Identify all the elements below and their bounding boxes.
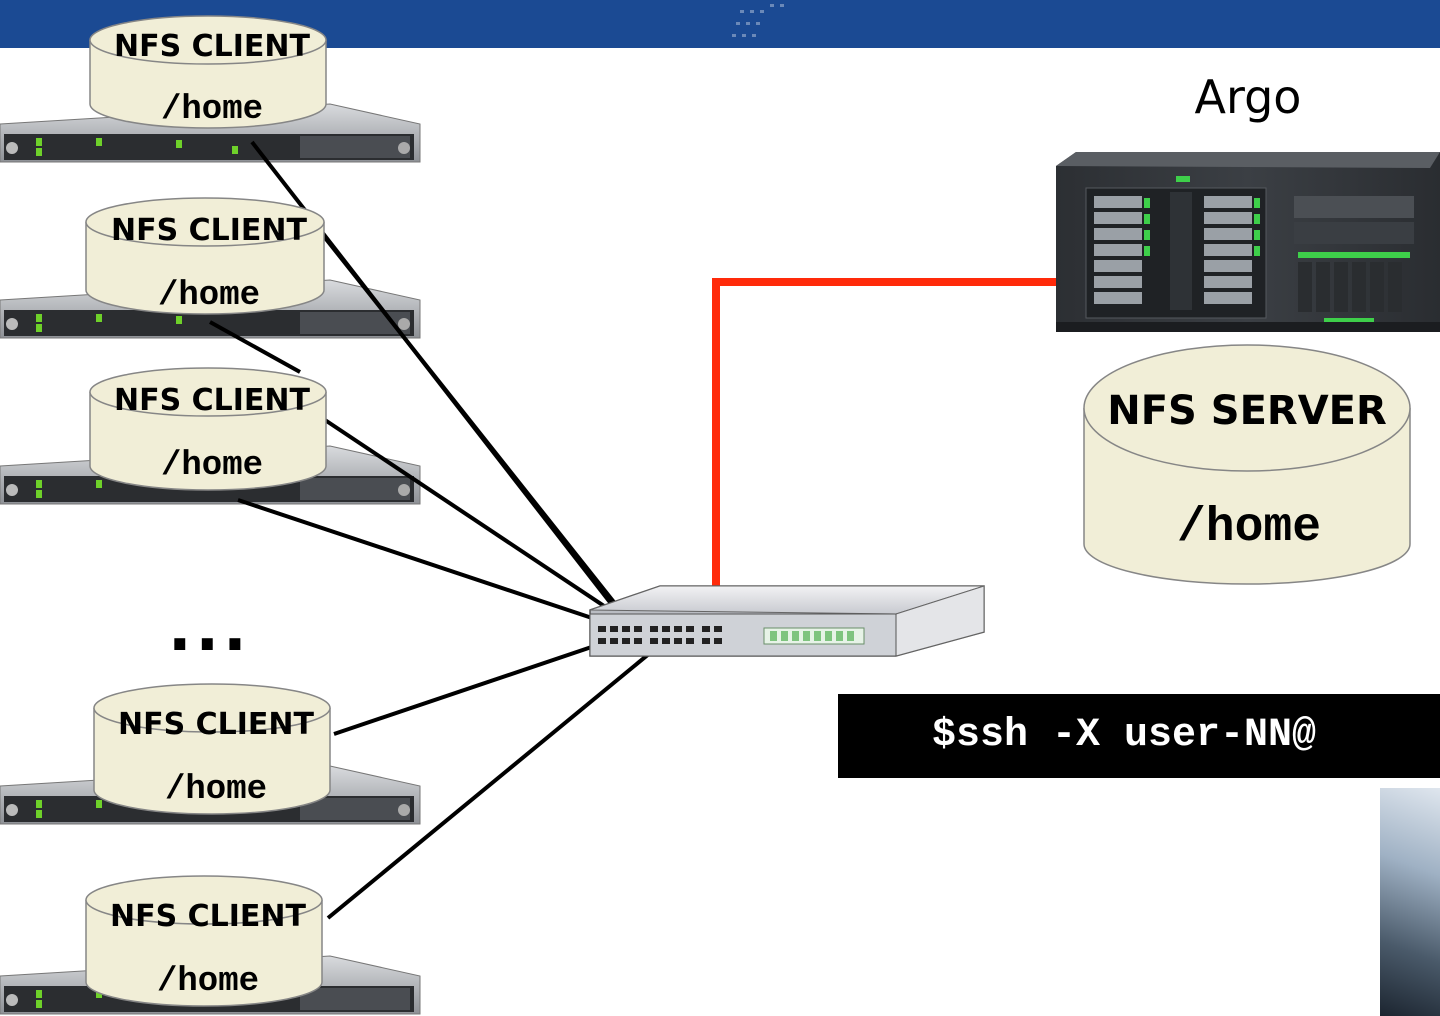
nfs-client-title-3: NFS CLIENT: [114, 383, 311, 418]
nfs-client-title-4: NFS CLIENT: [118, 707, 315, 742]
link-client-5: [326, 628, 680, 920]
nfs-client-path-4: /home: [165, 771, 267, 809]
network-switch: [589, 585, 985, 657]
nfs-client-cylinder-2: NFS CLIENT /home: [85, 197, 325, 315]
nfs-client-path-2: /home: [158, 277, 260, 315]
link-client-2a: [320, 232, 638, 632]
more-clients-ellipsis: ...: [168, 592, 251, 665]
photo-fragment: [1380, 788, 1440, 1016]
client-rack-server-1: [0, 103, 421, 163]
client-links: [209, 140, 680, 920]
nfs-client-path-1: /home: [161, 91, 263, 129]
link-client-2b: [209, 320, 301, 374]
link-client-4: [333, 632, 631, 736]
switch-ports: [598, 626, 722, 644]
nfs-client-path-3: /home: [161, 447, 263, 485]
nfs-client-title-2: NFS CLIENT: [111, 213, 308, 248]
ssh-command: $ssh -X user-NN@: [932, 713, 1317, 758]
nfs-client-cylinder-3: NFS CLIENT /home: [89, 367, 327, 491]
nfs-server-cylinder: NFS SERVER /home: [1083, 344, 1411, 585]
link-client-3a: [320, 416, 642, 632]
nfs-client-path-5: /home: [157, 963, 259, 1001]
server-name-label: Argo: [1194, 70, 1302, 124]
terminal-command-box: $ssh -X user-NN@: [838, 694, 1440, 778]
uplink-to-server: [712, 278, 1062, 590]
link-client-3b: [237, 498, 629, 632]
nfs-client-title-5: NFS CLIENT: [110, 899, 307, 934]
nfs-client-cylinder-1: NFS CLIENT /home: [89, 15, 327, 129]
argo-server: [1056, 152, 1440, 332]
nfs-client-title-1: NFS CLIENT: [114, 29, 311, 64]
nfs-client-cylinder-5: NFS CLIENT /home: [85, 875, 323, 1007]
nfs-server-title: NFS SERVER: [1107, 388, 1387, 434]
nfs-client-cylinder-4: NFS CLIENT /home: [93, 683, 331, 815]
nfs-server-path: /home: [1177, 501, 1321, 555]
